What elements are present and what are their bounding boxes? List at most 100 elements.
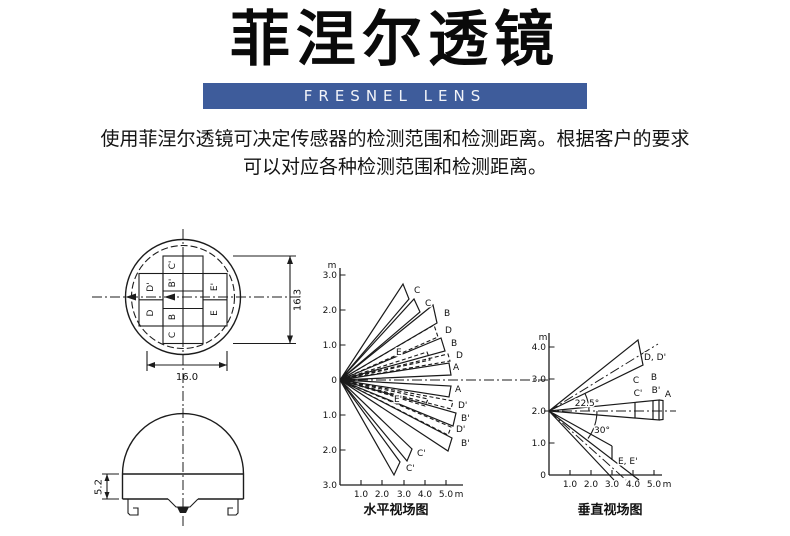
beam-label: D bbox=[456, 351, 463, 361]
beam-label: C bbox=[425, 299, 431, 309]
segment-label-b-bottom: B bbox=[168, 314, 178, 320]
lens-top-view: C' B' B C D' D E' E 16.3 16.0 bbox=[92, 229, 304, 406]
base-notch-key bbox=[177, 507, 189, 513]
v-x-unit: m bbox=[663, 480, 672, 490]
v-ytick-0: 4.0 bbox=[532, 343, 547, 353]
intro-line-2: 可以对应各种检测范围和检测距离。 bbox=[242, 156, 547, 178]
beam-label-ee: E, E' bbox=[618, 457, 638, 467]
dimension-height-value: 16.3 bbox=[293, 289, 304, 311]
segment-label-e-bottom: E bbox=[210, 310, 220, 316]
beam-label: B bbox=[444, 309, 450, 319]
h-ytick-3: 0 bbox=[331, 376, 337, 386]
v-xtick-1: 2.0 bbox=[584, 480, 599, 490]
beam-label: C bbox=[414, 286, 420, 296]
beam-label: D' bbox=[456, 425, 465, 435]
angle-arc-up bbox=[584, 393, 590, 412]
v-ytick-2: 2.0 bbox=[532, 407, 547, 417]
beam-upper-b1 bbox=[339, 303, 438, 381]
page-title: 菲涅尔透镜 bbox=[230, 5, 560, 75]
h-x-unit: m bbox=[455, 490, 464, 500]
lens-side-view: 5.2 bbox=[94, 408, 245, 528]
segment-label-c-bottom: C bbox=[168, 332, 178, 338]
beam-lower-b2 bbox=[339, 379, 453, 452]
h-ytick-0: 3.0 bbox=[323, 271, 338, 281]
arrow-left-icon bbox=[125, 293, 136, 301]
beam-upper-c1 bbox=[339, 282, 410, 381]
beam-label: A bbox=[455, 385, 462, 395]
beam-lower-a bbox=[339, 379, 452, 398]
lens-dome-profile bbox=[121, 412, 245, 475]
angle-label-up: 22.5° bbox=[575, 399, 600, 409]
h-xtick-2: 3.0 bbox=[397, 490, 412, 500]
dimension-height: 16.3 bbox=[233, 255, 304, 345]
arrow-center-icon bbox=[164, 293, 175, 301]
beam-wedge-dividers bbox=[634, 399, 664, 421]
beam-upper-a bbox=[339, 362, 452, 381]
h-ytick-2: 1.0 bbox=[323, 341, 338, 351]
h-ytick-1: 2.0 bbox=[323, 306, 338, 316]
v-xtick-3: 4.0 bbox=[626, 480, 641, 490]
v-y-unit: m bbox=[539, 333, 548, 343]
h-xtick-4: 5.0 bbox=[439, 490, 454, 500]
beam-upper-d2 bbox=[339, 353, 451, 381]
beam-label-cp: C' bbox=[634, 389, 643, 399]
beam-label: C' bbox=[417, 449, 426, 459]
dimension-width-value: 16.0 bbox=[176, 372, 198, 383]
lens-base bbox=[121, 473, 245, 500]
h-chart-caption: 水平视场图 bbox=[363, 502, 428, 518]
v-chart-caption: 垂直视场图 bbox=[577, 502, 642, 518]
dimension-base-height: 5.2 bbox=[94, 473, 119, 500]
segment-label-e-top: E' bbox=[210, 283, 220, 291]
beam-up-dd-centerline bbox=[548, 343, 659, 412]
beam-upper-c2 bbox=[339, 297, 421, 381]
beam-lower-e bbox=[339, 379, 429, 407]
beam-lower-c2 bbox=[339, 379, 401, 477]
beam-label-a: A bbox=[665, 390, 672, 400]
segment-label-b-top: B' bbox=[168, 279, 178, 288]
fov-horizontal-chart: m 3.0 2.0 1.0 0 1.0 2.0 3.0 1.0 2.0 3.0 … bbox=[323, 261, 549, 518]
left-foot bbox=[127, 499, 139, 516]
banner: FRESNEL LENS bbox=[203, 83, 587, 109]
beam-upper-d1 bbox=[339, 324, 439, 381]
beam-lower-d1 bbox=[339, 379, 454, 410]
h-ytick-4: 1.0 bbox=[323, 411, 338, 421]
angle-arc-down bbox=[587, 410, 598, 439]
fov-vertical-chart: m 4.0 3.0 2.0 1.0 0 1.0 2.0 3.0 4.0 5.0 … bbox=[532, 333, 676, 518]
intro-paragraph: 使用菲涅尔透镜可决定传感器的检测范围和检测距离。根据客户的要求 可以对应各种检测… bbox=[0, 125, 790, 181]
beam-label: B' bbox=[461, 414, 470, 424]
beam-horizontal-wedge bbox=[548, 399, 660, 421]
beam-down-ee-centerline bbox=[548, 410, 627, 481]
beam-label: B' bbox=[461, 439, 470, 449]
beam-up-dd bbox=[548, 338, 644, 412]
beam-label: C' bbox=[406, 464, 415, 474]
beam-label: A bbox=[453, 363, 460, 373]
v-xtick-2: 3.0 bbox=[605, 480, 620, 490]
angle-label-down: 30° bbox=[594, 426, 610, 436]
dimension-base-height-value: 5.2 bbox=[94, 479, 105, 495]
h-xtick-0: 1.0 bbox=[354, 490, 369, 500]
beam-label-dd: D, D' bbox=[644, 353, 666, 363]
beam-label: E' bbox=[394, 395, 402, 405]
v-ytick-4: 0 bbox=[540, 471, 546, 481]
segment-label-c-top: C' bbox=[168, 261, 178, 270]
banner-text: FRESNEL LENS bbox=[303, 87, 487, 105]
segment-label-d-top: D' bbox=[146, 282, 156, 291]
v-xtick-4: 5.0 bbox=[647, 480, 662, 490]
beam-down-ee bbox=[548, 410, 640, 481]
h-ytick-5: 2.0 bbox=[323, 446, 338, 456]
h-ytick-6: 3.0 bbox=[323, 481, 338, 491]
h-y-unit: m bbox=[328, 261, 337, 271]
beam-label-c: C bbox=[633, 376, 639, 386]
lens-segment-grid bbox=[138, 255, 228, 345]
beam-lower-c1 bbox=[339, 379, 413, 463]
dimension-width: 16.0 bbox=[146, 351, 228, 383]
right-foot bbox=[227, 499, 239, 516]
intro-line-1: 使用菲涅尔透镜可决定传感器的检测范围和检测距离。根据客户的要求 bbox=[100, 128, 690, 150]
h-chart-ticks bbox=[340, 274, 447, 486]
beam-label: E bbox=[396, 348, 402, 358]
beam-label: B bbox=[451, 339, 457, 349]
v-ytick-1: 3.0 bbox=[532, 375, 547, 385]
v-ytick-3: 1.0 bbox=[532, 439, 547, 449]
beam-label-bp: B' bbox=[652, 386, 661, 396]
